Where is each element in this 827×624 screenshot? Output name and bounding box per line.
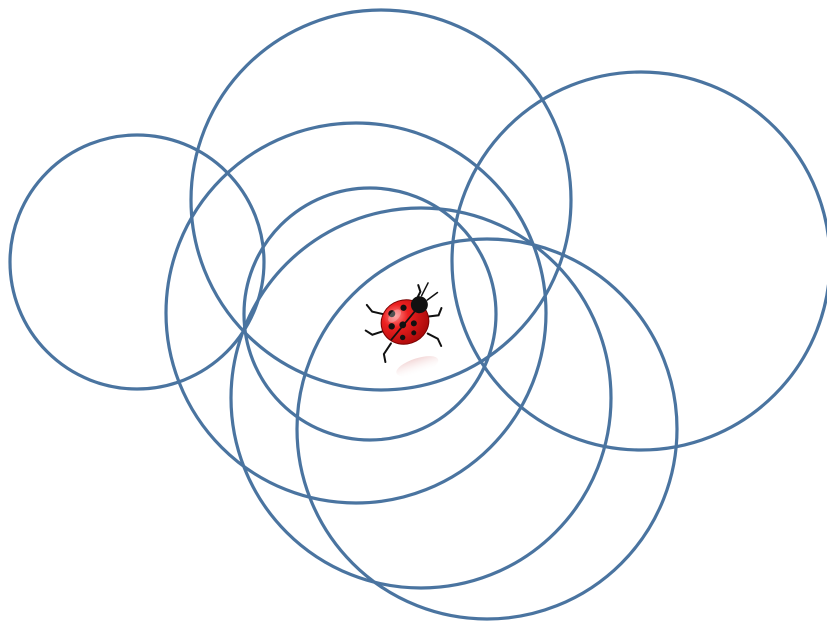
circle-lower-right xyxy=(297,239,677,619)
circle-right-large xyxy=(452,72,827,450)
ladybug-icon xyxy=(357,280,459,386)
circle-middle xyxy=(166,123,546,503)
circle-lower-left xyxy=(231,208,611,588)
ladybug-reflection xyxy=(394,352,441,381)
